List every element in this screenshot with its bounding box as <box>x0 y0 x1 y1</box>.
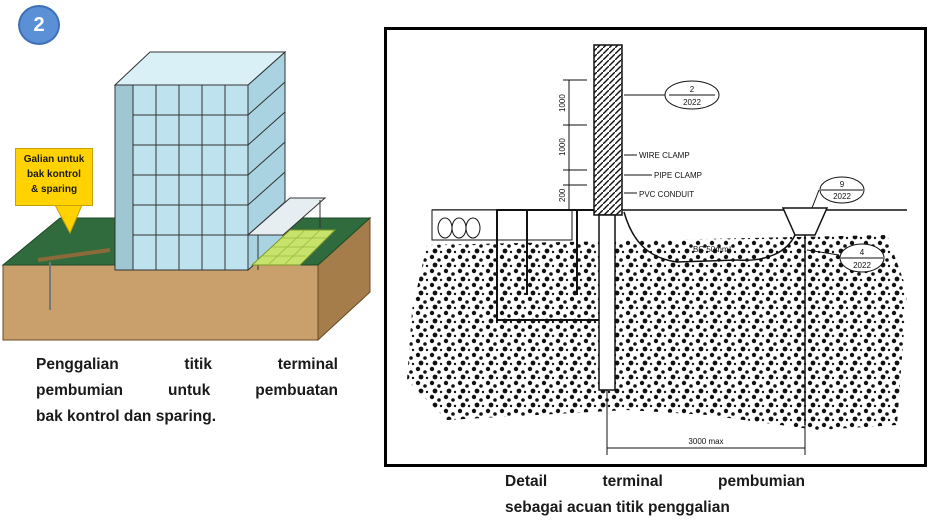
building-column <box>114 84 134 271</box>
right-caption-word: pembumian <box>718 473 805 490</box>
callout-line-3: & sparing <box>30 184 78 195</box>
ground-rod <box>598 214 616 391</box>
left-caption-line-3: bak kontrol dan sparing. <box>36 408 216 425</box>
wire-clamp-label: WIRE CLAMP <box>639 151 690 160</box>
bc-conductor <box>623 211 738 263</box>
left-caption-word: titik <box>184 356 212 373</box>
left-caption-word: pembuatan <box>255 382 338 399</box>
grounding-detail-frame: 1000 1000 200 2 2022 WIRE CLAMP PIPE CLA… <box>384 27 927 467</box>
reference-sheet: 2022 <box>833 192 851 201</box>
canopy-roof <box>246 197 327 236</box>
right-caption-word: terminal <box>602 473 663 490</box>
grounding-detail-drawing: 1000 1000 200 2 2022 WIRE CLAMP PIPE CLA… <box>407 44 907 455</box>
excavation-trench <box>37 248 111 262</box>
pvc-conduit-label: PVC CONDUIT <box>639 190 694 199</box>
hatched-column <box>593 44 623 216</box>
concrete-slab <box>431 209 573 241</box>
dim-low-label: 200 <box>558 188 567 202</box>
left-caption-word: terminal <box>277 356 338 373</box>
left-caption-word: untuk <box>168 382 211 399</box>
right-caption: Detail terminal pembumian sebagai acuan … <box>505 469 805 521</box>
building-front <box>114 84 249 271</box>
reference-sheet: 2022 <box>853 261 871 270</box>
step-number-badge: 2 <box>18 5 60 45</box>
inspection-pit <box>781 207 829 236</box>
right-caption-line-2: sebagai acuan titik penggalian <box>505 499 730 516</box>
excavation-callout: Galian untuk bak kontrol & sparing <box>15 148 93 206</box>
reference-sheet: 2022 <box>683 98 701 107</box>
left-caption-word: pembumian <box>36 382 123 399</box>
reference-number: 9 <box>840 180 845 189</box>
callout-line-2: bak kontrol <box>27 169 81 180</box>
right-caption-word: Detail <box>505 473 548 490</box>
reference-number: 4 <box>860 248 865 257</box>
left-caption: Penggalian titik terminal pembumian untu… <box>36 352 338 430</box>
reference-number: 2 <box>690 85 695 94</box>
callout-line-1: Galian untuk <box>23 154 85 165</box>
gravel-soil <box>407 235 907 430</box>
pipe-clamp-label: PIPE CLAMP <box>654 171 702 180</box>
building-excavation-illustration <box>1 50 372 342</box>
bc-conductor-label: BC 50mm² <box>693 245 732 254</box>
dim-top-label: 1000 <box>558 94 567 112</box>
dim-bottom-label: 3000 max <box>688 437 723 446</box>
dim-mid-label: 1000 <box>558 138 567 156</box>
building-side <box>247 50 286 272</box>
left-caption-word: Penggalian <box>36 356 119 373</box>
